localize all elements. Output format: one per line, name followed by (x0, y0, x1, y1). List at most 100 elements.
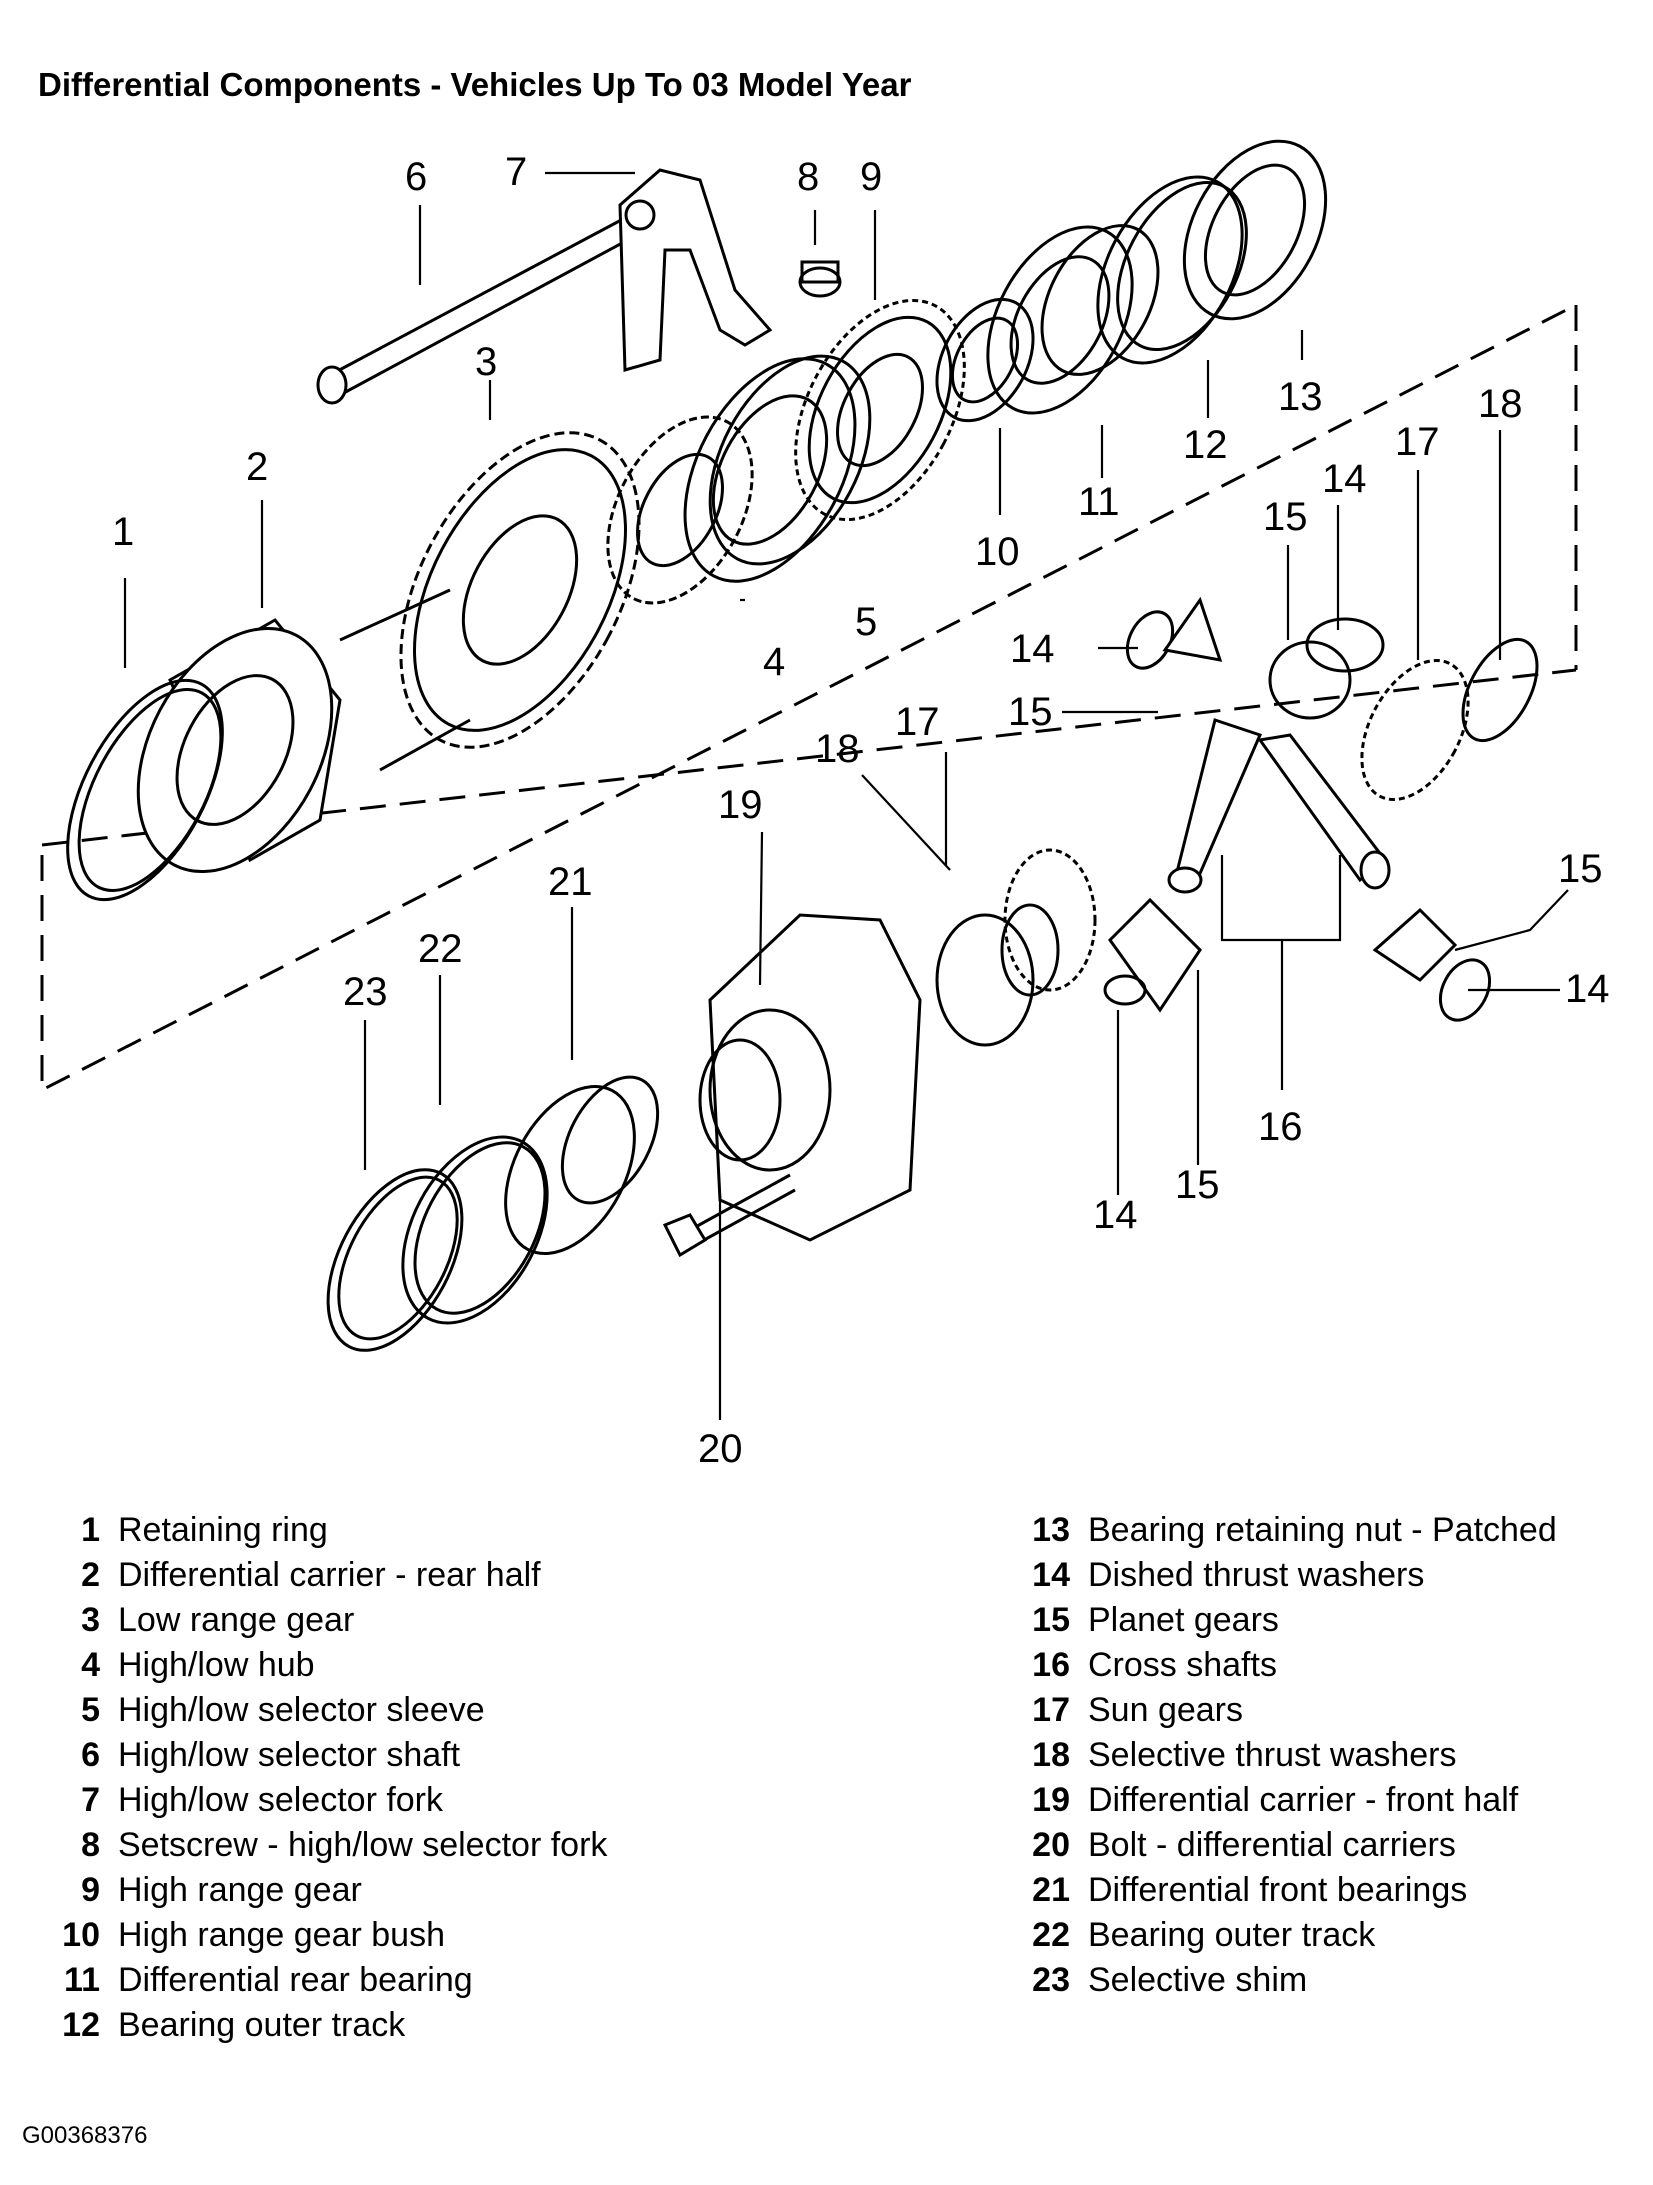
callout-15c: 15 (1175, 1163, 1220, 1207)
legend-number: 13 (1032, 1511, 1070, 1549)
legend-label: Selective shim (1088, 1961, 1308, 1999)
callout-20: 20 (698, 1427, 743, 1471)
callout-6: 6 (405, 155, 427, 199)
callout-15b: 15 (1008, 690, 1053, 734)
legend-item: 16 Cross shafts (1020, 1643, 1557, 1688)
callout-23: 23 (343, 970, 388, 1014)
legend-item: 10 High range gear bush (50, 1913, 607, 1958)
bolt-part (662, 1173, 796, 1258)
legend-number: 6 (81, 1736, 100, 1774)
low-range-gear-part (399, 431, 641, 749)
cross-shafts-part (1167, 718, 1391, 894)
legend-item: 21 Differential front bearings (1020, 1868, 1557, 1913)
callout-18a: 18 (1478, 382, 1523, 426)
legend-number: 10 (62, 1916, 100, 1954)
front-bearing-part (504, 1075, 660, 1256)
outer-track-part (1096, 175, 1248, 365)
callout-22: 22 (418, 927, 463, 971)
callout-14d: 14 (1565, 967, 1610, 1011)
legend-label: High/low selector sleeve (118, 1691, 485, 1729)
legend-item: 23 Selective shim (1020, 1958, 1557, 2003)
legend-label: Cross shafts (1088, 1646, 1277, 1684)
callout-14a: 14 (1010, 627, 1055, 671)
legend-number: 7 (81, 1781, 100, 1819)
retaining-ring-part (66, 678, 224, 902)
lower-right-planet (1372, 907, 1492, 1022)
legend-item: 9 High range gear (50, 1868, 607, 1913)
page-title: Differential Components - Vehicles Up To… (38, 66, 912, 103)
legend-label: High range gear (118, 1871, 362, 1909)
legend-item: 15 Planet gears (1020, 1598, 1557, 1643)
callout-11: 11 (1078, 480, 1120, 524)
retaining-nut-part (1182, 139, 1328, 321)
legend-label: High/low selector shaft (118, 1736, 461, 1774)
bush-part (935, 297, 1035, 423)
hub-part (606, 415, 754, 605)
callout-14b: 14 (1322, 457, 1367, 501)
legend-label: Retaining ring (118, 1511, 328, 1549)
callout-8: 8 (797, 155, 819, 199)
legend-item: 6 High/low selector shaft (50, 1733, 607, 1778)
selector-shaft-part (316, 208, 651, 405)
exploded-diagram: 1 2 3 4 5 6 7 8 9 10 11 12 13 14 14 14 1… (0, 130, 1653, 1480)
front-outer-track-part (401, 1135, 549, 1325)
legend-number: 21 (1032, 1871, 1070, 1909)
callout-5: 5 (855, 600, 877, 644)
legend-label: Differential front bearings (1088, 1871, 1468, 1909)
callout-16: 16 (1258, 1105, 1303, 1149)
legend-number: 17 (1032, 1691, 1070, 1729)
legend-item: 22 Bearing outer track (1020, 1913, 1557, 1958)
legend-number: 4 (81, 1646, 100, 1684)
legend-item: 5 High/low selector sleeve (50, 1688, 607, 1733)
legend-label: Bearing outer track (1088, 1916, 1376, 1954)
diagram-svg: 1 2 3 4 5 6 7 8 9 10 11 12 13 14 14 14 1… (40, 139, 1610, 1471)
legend-number: 16 (1032, 1646, 1070, 1684)
legend-number: 5 (81, 1691, 100, 1729)
legend-label: Differential rear bearing (118, 1961, 473, 1999)
legend-label: Selective thrust washers (1088, 1736, 1457, 1774)
callout-13: 13 (1278, 375, 1323, 419)
callout-17a: 17 (1395, 420, 1440, 464)
front-carrier-part (698, 913, 922, 1242)
legend-number: 11 (64, 1961, 100, 1999)
legend-label: Bearing outer track (118, 2006, 406, 2044)
legend-number: 9 (81, 1871, 100, 1909)
legend-label: High range gear bush (118, 1916, 446, 1954)
legend-number: 14 (1032, 1556, 1070, 1594)
callout-10: 10 (975, 530, 1020, 574)
legend-label: Bearing retaining nut - Patched (1088, 1511, 1557, 1549)
callout-3: 3 (475, 340, 497, 384)
callout-7: 7 (505, 150, 527, 194)
legend-label: Dished thrust washers (1088, 1556, 1425, 1594)
callout-17b: 17 (895, 700, 940, 744)
callout-15d: 15 (1558, 847, 1603, 891)
legend-number: 8 (81, 1826, 100, 1864)
legend-number: 19 (1032, 1781, 1070, 1819)
legend-label: Planet gears (1088, 1601, 1279, 1639)
callout-12: 12 (1183, 423, 1228, 467)
upper-planet-cluster (1125, 596, 1539, 802)
legend-number: 23 (1032, 1961, 1070, 1999)
legend-label: Sun gears (1088, 1691, 1243, 1729)
callout-1: 1 (112, 510, 134, 554)
legend-number: 15 (1032, 1601, 1070, 1639)
legend-label: High/low selector fork (118, 1781, 444, 1819)
callout-19: 19 (718, 783, 763, 827)
rear-bearing-part (986, 224, 1160, 415)
shim-part (326, 1168, 464, 1352)
upper-assembly-boundary (40, 303, 1577, 1093)
legend-item: 11 Differential rear bearing (50, 1958, 607, 2003)
callout-4: 4 (763, 640, 785, 684)
callout-9: 9 (860, 155, 882, 199)
callout-2: 2 (246, 445, 268, 489)
callout-18b: 18 (815, 727, 860, 771)
legend-number: 20 (1032, 1826, 1070, 1864)
legend-label: Differential carrier - rear half (118, 1556, 541, 1594)
legend-number: 22 (1032, 1916, 1070, 1954)
callout-14c: 14 (1093, 1193, 1138, 1237)
